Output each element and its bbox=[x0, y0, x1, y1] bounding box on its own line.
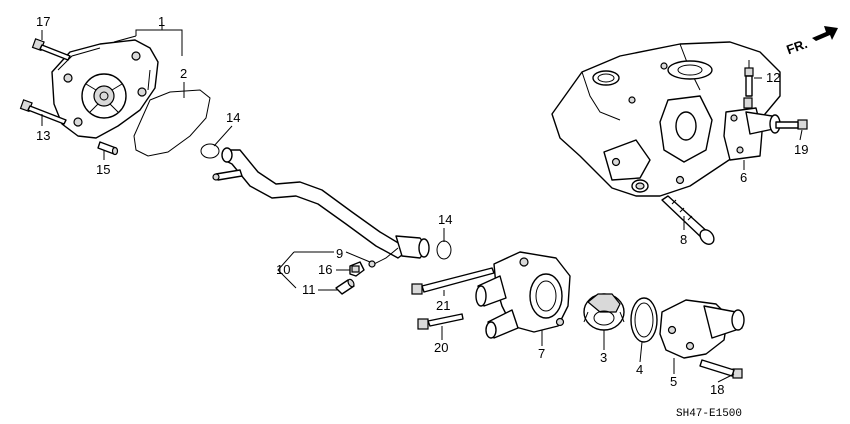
callout-12: 12 bbox=[766, 70, 780, 85]
callout-13: 13 bbox=[36, 128, 50, 143]
callout-18: 18 bbox=[710, 382, 724, 397]
hose-connector-8 bbox=[661, 195, 715, 245]
front-direction-indicator: FR. bbox=[784, 26, 838, 57]
bolt-21 bbox=[411, 267, 495, 295]
callout-17: 17 bbox=[36, 14, 50, 29]
bolt-19 bbox=[775, 119, 808, 130]
bolt-13 bbox=[19, 99, 67, 125]
callout-14-lower: 14 bbox=[438, 212, 452, 227]
callout-19: 19 bbox=[794, 142, 808, 157]
o-ring-14-lower bbox=[436, 240, 452, 260]
callout-11: 11 bbox=[302, 282, 316, 297]
cylinder-head bbox=[551, 41, 781, 197]
sensor-clip-16 bbox=[349, 261, 365, 277]
dowel-pin-15 bbox=[97, 141, 119, 156]
thermostat-3 bbox=[583, 293, 625, 331]
callout-15: 15 bbox=[96, 162, 110, 177]
callout-10: 10 bbox=[276, 262, 290, 277]
bolt-18 bbox=[699, 359, 743, 379]
callout-16: 16 bbox=[318, 262, 332, 277]
callout-5: 5 bbox=[670, 374, 677, 389]
water-outlet-6 bbox=[723, 97, 781, 161]
front-label: FR. bbox=[784, 36, 809, 57]
bolt-17 bbox=[31, 38, 71, 61]
callout-7: 7 bbox=[538, 346, 545, 361]
gasket-4 bbox=[630, 297, 658, 343]
callout-6: 6 bbox=[740, 170, 747, 185]
callout-20: 20 bbox=[434, 340, 448, 355]
water-pump bbox=[51, 39, 159, 139]
water-passage-pipe bbox=[212, 147, 430, 259]
callout-1: 1 bbox=[158, 14, 165, 29]
thermostat-housing-7 bbox=[475, 251, 571, 339]
o-ring-14-top bbox=[200, 143, 220, 159]
sensor-12 bbox=[744, 60, 754, 97]
thermostat-cover-5 bbox=[659, 299, 745, 359]
callout-14-top: 14 bbox=[226, 110, 240, 125]
callout-21: 21 bbox=[436, 298, 450, 313]
leader-lines bbox=[41, 22, 803, 383]
sensor-11 bbox=[335, 278, 355, 295]
callout-8: 8 bbox=[680, 232, 687, 247]
callout-9: 9 bbox=[336, 246, 343, 261]
diagram-code: SH47-E1500 bbox=[676, 408, 742, 420]
callout-labels: 1 2 17 13 15 14 14 9 10 16 11 21 20 7 3 … bbox=[36, 14, 808, 397]
callout-3: 3 bbox=[600, 350, 607, 365]
bolt-20 bbox=[417, 313, 464, 330]
pump-gasket bbox=[133, 89, 211, 157]
arrow-right-icon bbox=[812, 26, 838, 41]
callout-4: 4 bbox=[636, 362, 643, 377]
callout-2: 2 bbox=[180, 66, 187, 81]
